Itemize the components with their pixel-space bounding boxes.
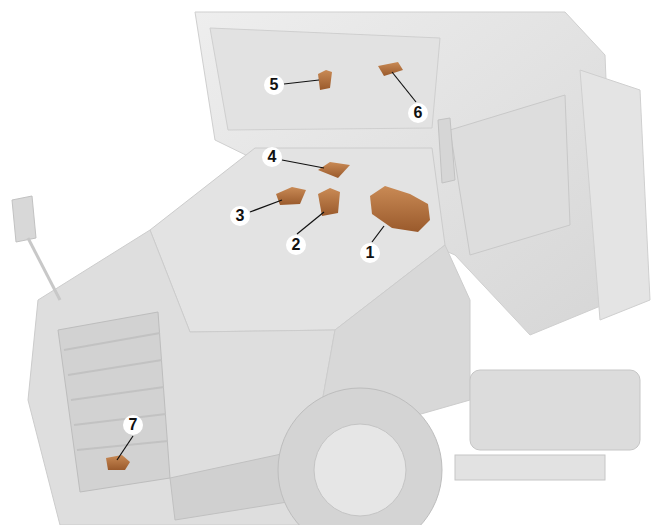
callout-number: 7 bbox=[123, 415, 143, 435]
component bbox=[370, 186, 430, 232]
step bbox=[455, 455, 605, 480]
windshield bbox=[210, 28, 440, 130]
component bbox=[106, 455, 130, 470]
component bbox=[276, 187, 306, 205]
callout-number: 6 bbox=[408, 103, 428, 123]
mirror bbox=[12, 196, 36, 242]
mirror-arm bbox=[28, 238, 60, 300]
callout-number: 4 bbox=[262, 147, 282, 167]
grille bbox=[58, 312, 170, 492]
hood-side bbox=[300, 245, 470, 525]
mirror bbox=[438, 118, 455, 183]
callout-number: 2 bbox=[286, 235, 306, 255]
wheel-hub bbox=[314, 424, 406, 516]
grille-bars bbox=[64, 333, 168, 450]
fuel-tank bbox=[470, 370, 640, 450]
leader-lines bbox=[117, 72, 416, 460]
door-window bbox=[450, 95, 570, 255]
sleeper bbox=[580, 70, 650, 320]
component bbox=[318, 188, 340, 216]
component bbox=[318, 70, 332, 90]
component bbox=[378, 62, 403, 76]
callout-number: 3 bbox=[230, 206, 250, 226]
callout-number: 1 bbox=[360, 243, 380, 263]
component bbox=[318, 162, 350, 178]
wheel bbox=[278, 388, 442, 525]
callout-number: 5 bbox=[264, 75, 284, 95]
